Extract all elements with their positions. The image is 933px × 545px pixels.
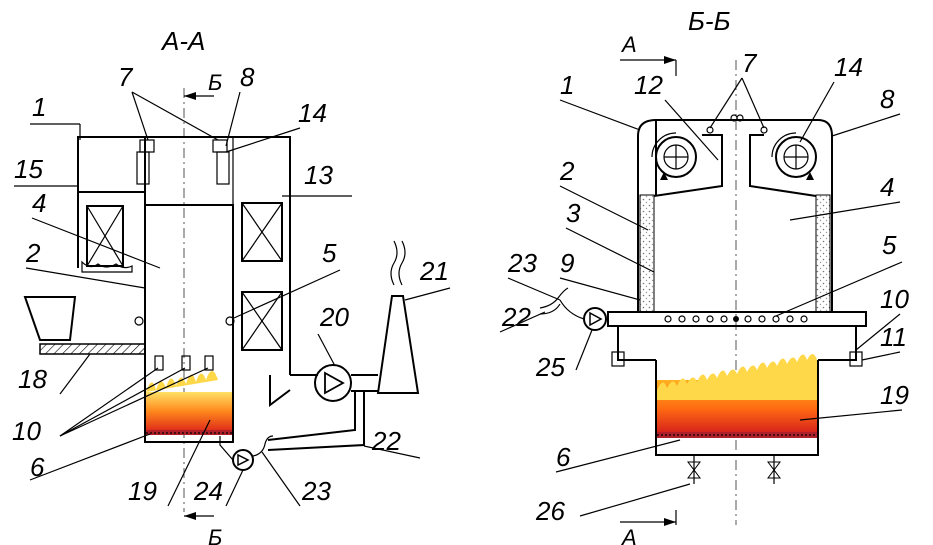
label-5-right: 5 bbox=[882, 230, 897, 260]
left-view: Б Б bbox=[12, 62, 451, 545]
label-14-right: 14 bbox=[834, 52, 863, 82]
cyclone-left bbox=[651, 132, 697, 180]
label-15: 15 bbox=[14, 154, 43, 184]
label-19-left: 19 bbox=[128, 476, 157, 506]
section-mark-left-bottom: Б bbox=[208, 525, 222, 545]
chimney-21 bbox=[376, 295, 420, 394]
label-19-right: 19 bbox=[880, 380, 909, 410]
label-23-left: 23 bbox=[301, 476, 331, 506]
heat-exchanger-right-top bbox=[241, 202, 283, 262]
label-22-right: 22 bbox=[501, 302, 531, 332]
label-9: 9 bbox=[560, 248, 574, 278]
fan-20 bbox=[314, 364, 352, 402]
fire-bed-left bbox=[146, 392, 232, 430]
label-23-right: 23 bbox=[507, 248, 537, 278]
label-1-right: 1 bbox=[560, 70, 574, 100]
label-10-left: 10 bbox=[12, 416, 41, 446]
label-11: 11 bbox=[880, 322, 907, 352]
label-2-left: 2 bbox=[25, 238, 41, 268]
heat-exchanger-left bbox=[86, 205, 124, 267]
label-20: 20 bbox=[319, 302, 349, 332]
section-mark-right-top: А bbox=[620, 32, 637, 57]
label-25: 25 bbox=[535, 352, 565, 382]
title-right: Б-Б bbox=[688, 6, 731, 36]
section-mark-left-top: Б bbox=[208, 70, 222, 95]
cyclone-right bbox=[771, 132, 817, 180]
label-12: 12 bbox=[634, 70, 663, 100]
nozzle-row bbox=[664, 315, 808, 323]
label-2-right: 2 bbox=[559, 156, 575, 186]
label-1-left: 1 bbox=[32, 92, 46, 122]
label-24: 24 bbox=[193, 476, 223, 506]
label-4-right: 4 bbox=[880, 172, 894, 202]
section-mark-right-bottom: А bbox=[620, 525, 637, 545]
pump-25 bbox=[583, 307, 607, 331]
label-26: 26 bbox=[535, 496, 565, 526]
label-14-left: 14 bbox=[298, 98, 327, 128]
label-10-right: 10 bbox=[880, 284, 909, 314]
label-18: 18 bbox=[18, 364, 47, 394]
left-labels: 7 8 1 14 15 13 4 5 2 21 20 18 bbox=[12, 62, 451, 507]
label-8-right: 8 bbox=[880, 84, 895, 114]
label-21: 21 bbox=[419, 256, 449, 286]
label-8-left: 8 bbox=[240, 62, 255, 92]
label-7-left: 7 bbox=[118, 62, 134, 92]
title-left: А-А bbox=[160, 26, 205, 56]
label-6-left: 6 bbox=[30, 452, 45, 482]
label-4-left: 4 bbox=[32, 188, 46, 218]
label-6-right: 6 bbox=[556, 442, 571, 472]
heat-exchanger-right-bottom bbox=[241, 291, 283, 351]
label-7-right: 7 bbox=[742, 48, 758, 78]
label-5-left: 5 bbox=[322, 238, 337, 268]
label-22-left: 22 bbox=[371, 426, 401, 456]
pump-24 bbox=[232, 449, 254, 471]
right-labels: 7 1 12 14 8 2 4 3 23 9 5 22 10 bbox=[499, 48, 909, 526]
label-3: 3 bbox=[566, 198, 581, 228]
label-13: 13 bbox=[304, 160, 333, 190]
right-view: А А bbox=[499, 32, 909, 545]
